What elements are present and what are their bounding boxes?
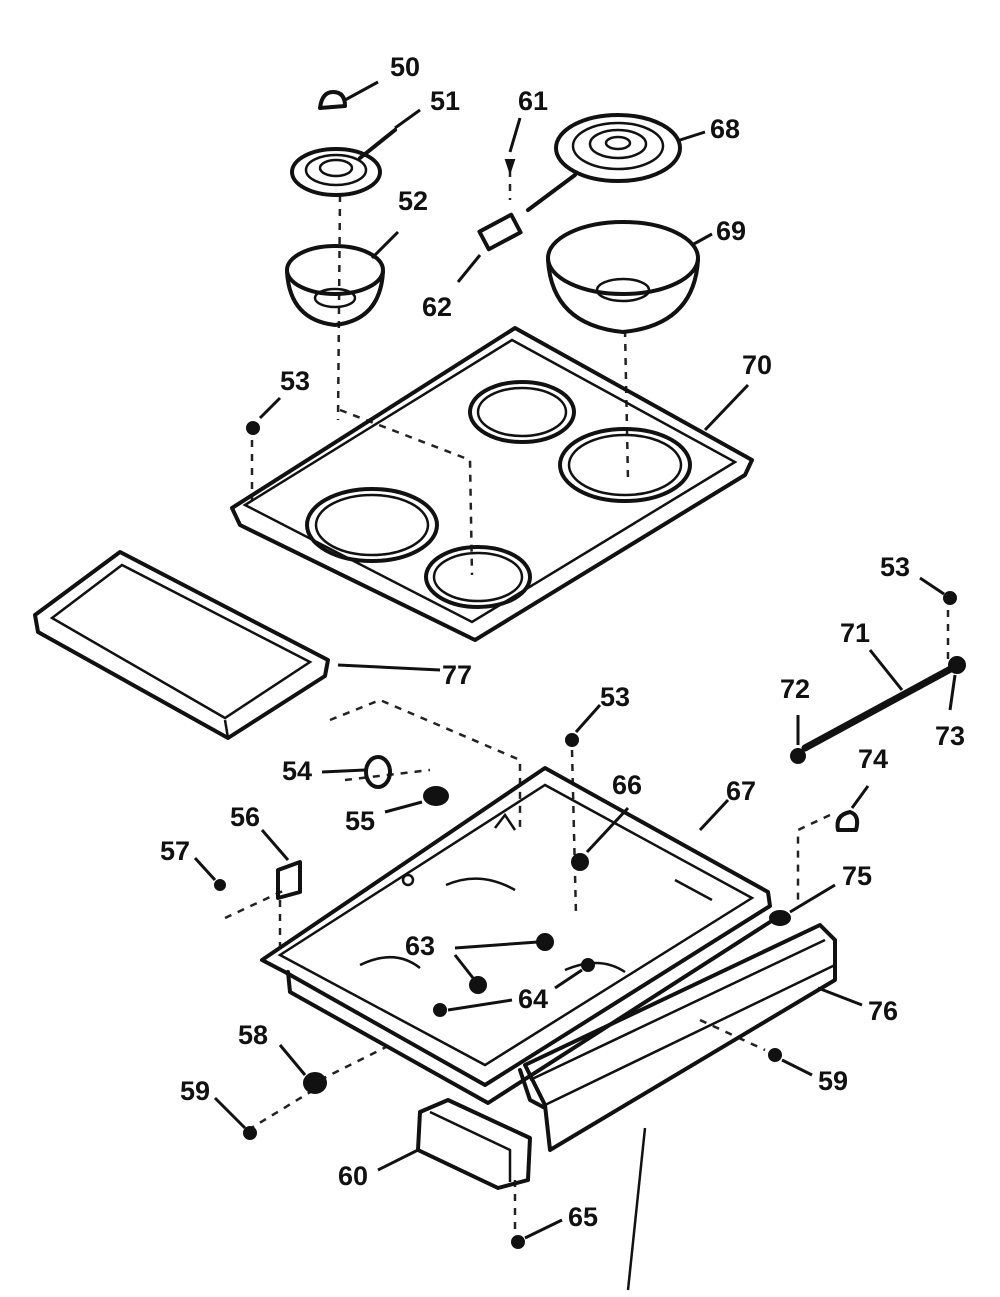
part-60-end-bracket bbox=[377, 1098, 532, 1190]
part-75-clip bbox=[769, 883, 836, 926]
part-77-cover bbox=[33, 550, 441, 740]
callout-71: 71 bbox=[840, 618, 870, 648]
part-50-cap bbox=[318, 80, 379, 110]
callout-76: 76 bbox=[868, 996, 898, 1026]
callout-62: 62 bbox=[422, 292, 452, 322]
part-68-large-element bbox=[526, 113, 706, 212]
callout-55: 55 bbox=[345, 806, 375, 836]
callout-61: 61 bbox=[518, 86, 548, 116]
callout-72: 72 bbox=[780, 674, 810, 704]
callout-53-right: 53 bbox=[880, 552, 910, 582]
callout-65: 65 bbox=[568, 1202, 598, 1232]
part-61-screw bbox=[504, 117, 522, 176]
part-58-nut bbox=[278, 1044, 327, 1094]
callout-63: 63 bbox=[405, 931, 435, 961]
part-53-screw-middle bbox=[565, 704, 602, 747]
callout-75: 75 bbox=[842, 861, 872, 891]
callout-58: 58 bbox=[238, 1020, 268, 1050]
callout-77: 77 bbox=[442, 660, 472, 690]
part-51-small-element bbox=[290, 108, 421, 197]
part-54-ring bbox=[321, 755, 392, 789]
callout-54: 54 bbox=[282, 756, 312, 786]
callout-74: 74 bbox=[858, 744, 888, 774]
part-71-rod bbox=[801, 649, 962, 752]
part-72-end-cap bbox=[790, 715, 806, 764]
assembly-guide-lines bbox=[224, 170, 950, 1235]
callout-56: 56 bbox=[230, 802, 260, 832]
part-57-screw bbox=[193, 856, 226, 891]
part-59-screw-right bbox=[768, 1048, 813, 1077]
part-69-large-drip-bowl bbox=[546, 220, 713, 334]
part-56-bracket bbox=[260, 829, 302, 900]
callout-68: 68 bbox=[710, 114, 740, 144]
callout-52: 52 bbox=[398, 186, 428, 216]
callout-labels: 50 51 52 61 68 69 62 70 53 53 71 77 53 7… bbox=[160, 52, 965, 1232]
part-67-main-box bbox=[260, 766, 772, 1105]
callout-50: 50 bbox=[390, 52, 420, 82]
part-74-clip bbox=[835, 785, 870, 832]
part-53-screw-left bbox=[246, 396, 282, 435]
callout-53-middle: 53 bbox=[600, 682, 630, 712]
callout-59-left: 59 bbox=[180, 1076, 210, 1106]
callout-73: 73 bbox=[935, 721, 965, 751]
part-65-screw bbox=[511, 1218, 563, 1249]
part-73-end-cap bbox=[948, 656, 966, 711]
part-76-front-trim bbox=[518, 923, 863, 1152]
callout-67: 67 bbox=[726, 776, 756, 806]
part-63-spacers bbox=[453, 933, 554, 994]
part-62-receptacle bbox=[456, 212, 523, 283]
part-52-small-drip-bowl bbox=[285, 230, 400, 327]
part-70-cooktop bbox=[230, 326, 754, 642]
callout-57: 57 bbox=[160, 836, 190, 866]
callout-53-left: 53 bbox=[280, 366, 310, 396]
callout-66: 66 bbox=[612, 770, 642, 800]
part-55-grommet bbox=[384, 786, 449, 814]
part-64-screws bbox=[433, 958, 595, 1017]
pointer-line bbox=[626, 1127, 647, 1291]
part-53-screw-right bbox=[919, 576, 957, 605]
callout-69: 69 bbox=[716, 216, 746, 246]
callout-64: 64 bbox=[518, 984, 548, 1014]
callout-70: 70 bbox=[742, 350, 772, 380]
callout-59-right: 59 bbox=[818, 1066, 848, 1096]
part-59-screw-left bbox=[213, 1096, 257, 1140]
callout-60: 60 bbox=[338, 1161, 368, 1191]
part-66-grommet bbox=[571, 806, 630, 871]
callout-51: 51 bbox=[430, 86, 460, 116]
